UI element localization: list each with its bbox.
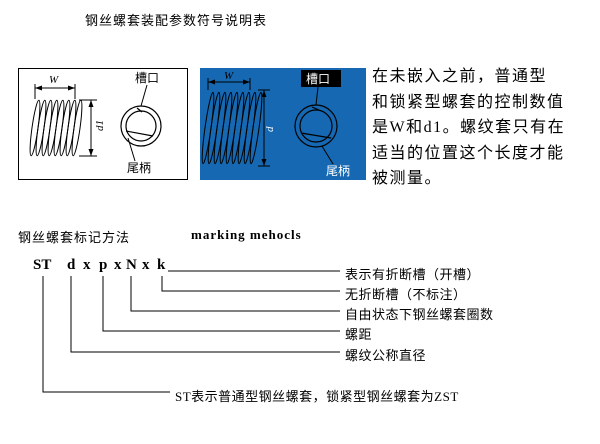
marking-explanation: 表示有折断槽（开槽） xyxy=(345,267,481,282)
description-text: 在未嵌入之前，普通型 和锁紧型螺套的控制数值 是W和d1。螺纹套只有在 适当的位… xyxy=(372,64,598,192)
code-part-k: k xyxy=(157,257,166,273)
d1-dimension-label: d1 xyxy=(94,120,106,131)
tail-label: 尾柄 xyxy=(326,164,350,178)
right-diagram-drawing: W d 槽口 尾柄 xyxy=(201,70,350,178)
tail-leader-line xyxy=(127,137,136,162)
marking-explanation: 螺纹公称直径 xyxy=(345,348,427,363)
code-part-d: d xyxy=(67,257,76,273)
notch-leader-line xyxy=(140,84,148,107)
w-dimension xyxy=(207,78,251,90)
description-line: 在未嵌入之前，普通型 xyxy=(372,68,548,85)
notch-label: 槽口 xyxy=(306,72,330,86)
description-line: 是W和d1。螺纹套只有在 xyxy=(372,119,566,136)
marking-heading-en: marking mehocls xyxy=(191,227,302,242)
tail-leader-line xyxy=(321,145,334,165)
marking-explanation: 无折断槽（不标注） xyxy=(345,287,467,302)
code-part-x2: x xyxy=(114,257,122,273)
end-view-circle xyxy=(294,104,338,148)
description-line: 被测量。 xyxy=(372,170,443,187)
d1-dimension xyxy=(79,99,97,157)
description-line: 适当的位置这个长度才能 xyxy=(372,144,565,162)
marking-explanation: 自由状态下钢丝螺套圈数 xyxy=(345,307,494,322)
notch-label-background xyxy=(301,70,341,87)
spring-drawing xyxy=(29,99,83,157)
notch-leader-line xyxy=(315,86,319,106)
marking-explanation: ST表示普通型钢丝螺套，锁紧型钢丝螺套为ZST xyxy=(175,389,459,404)
code-part-x1: x xyxy=(83,257,91,273)
d-dimension xyxy=(258,89,270,167)
left-diagram: W d1 槽口 尾柄 xyxy=(18,68,188,180)
marking-explanation: 螺距 xyxy=(345,327,373,342)
code-part-p: p xyxy=(99,257,108,273)
left-diagram-drawing: W d1 槽口 尾柄 xyxy=(29,71,162,175)
marking-heading-cn: 钢丝螺套标记方法 xyxy=(18,230,131,245)
code-part-n: N xyxy=(126,257,137,273)
right-diagram: W d 槽口 尾柄 xyxy=(200,68,366,180)
w-dimension-label: W xyxy=(49,74,59,86)
w-dimension xyxy=(34,84,76,99)
spring-drawing xyxy=(201,91,263,165)
page-title: 钢丝螺套装配参数符号说明表 xyxy=(85,13,268,28)
notch-label: 槽口 xyxy=(135,71,159,85)
d-dimension-label: d xyxy=(264,126,276,132)
description-line: 和锁紧型螺套的控制数值 xyxy=(372,93,565,111)
code-part-st: ST xyxy=(33,257,52,273)
code-part-x3: x xyxy=(142,257,150,273)
w-dimension-label: W xyxy=(224,70,234,82)
end-view-circle xyxy=(120,105,162,147)
tail-label: 尾柄 xyxy=(127,161,151,175)
